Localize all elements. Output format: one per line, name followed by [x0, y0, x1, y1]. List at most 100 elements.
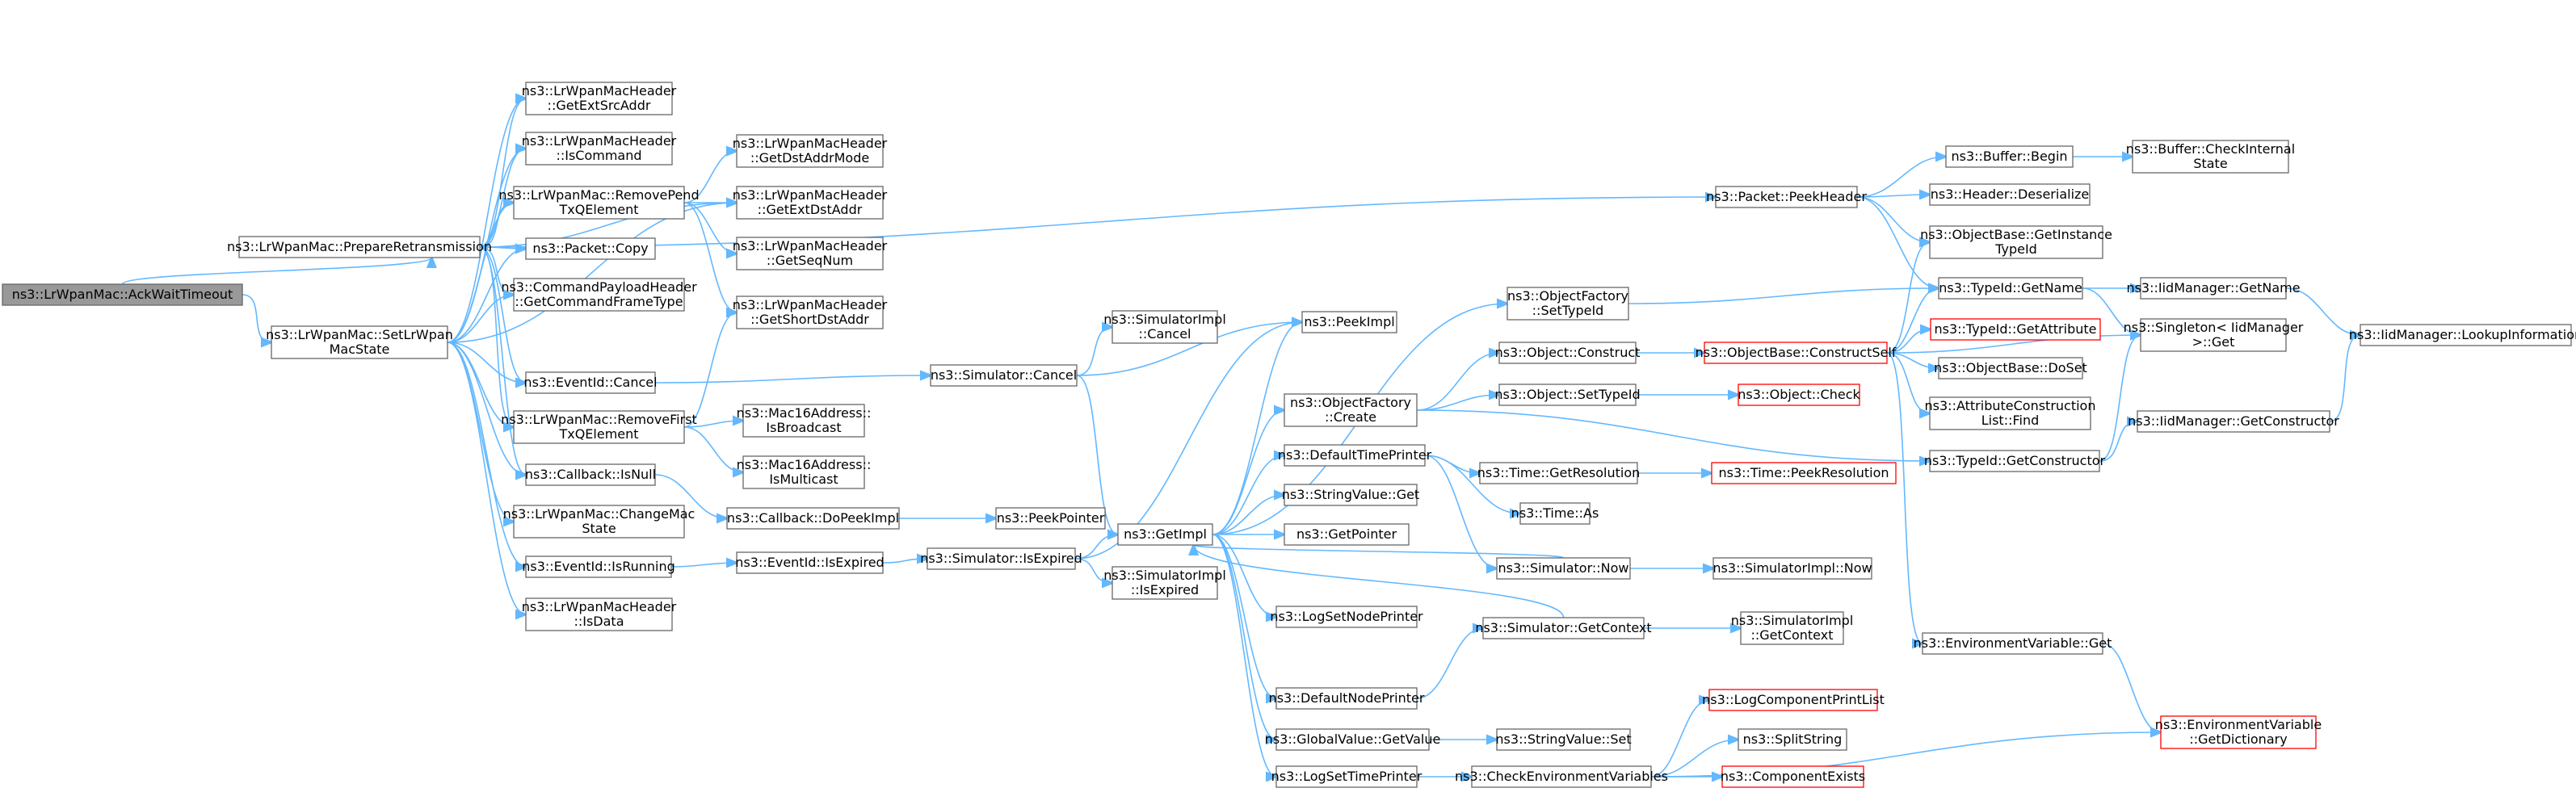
graph-node-n45[interactable]: ns3::CheckEnvironmentVariables	[1455, 765, 1668, 788]
graph-node-n13[interactable]: ns3::LrWpanMacHeader::IsData	[522, 597, 677, 631]
graph-node-n58[interactable]: ns3::TypeId::GetName	[1938, 277, 2083, 300]
graph-node-n56[interactable]: ns3::Header::Deserialize	[1929, 183, 2091, 206]
node-label: ns3::DefaultTimePrinter	[1278, 447, 1432, 463]
graph-node-n17[interactable]: ns3::LrWpanMacHeader::GetShortDstAddr	[733, 296, 888, 329]
graph-node-n4[interactable]: ns3::LrWpanMacHeader::IsCommand	[522, 132, 677, 166]
node-label: ns3::Simulator::GetContext	[1475, 620, 1651, 635]
graph-node-n0[interactable]: ns3::LrWpanMac::AckWaitTimeout	[2, 283, 243, 306]
graph-node-n34[interactable]: ns3::DefaultNodePrinter	[1269, 687, 1425, 710]
graph-node-n31[interactable]: ns3::StringValue::Get	[1282, 484, 1419, 506]
graph-node-n20[interactable]: ns3::Callback::DoPeekImpl	[726, 507, 900, 530]
graph-node-n43[interactable]: ns3::Simulator::GetContext	[1475, 617, 1652, 639]
node-box	[1929, 396, 2091, 430]
edge-n9-n19	[683, 426, 743, 472]
graph-node-n64[interactable]: ns3::EnvironmentVariable::GetDictionary	[2155, 715, 2322, 749]
graph-node-n12[interactable]: ns3::EventId::IsRunning	[522, 555, 675, 578]
node-box	[525, 597, 673, 631]
graph-node-n39[interactable]: ns3::Object::SetTypeId	[1494, 384, 1641, 406]
graph-node-n19[interactable]: ns3::Mac16Address::IsMulticast	[737, 455, 872, 489]
node-label: ::Cancel	[1139, 326, 1191, 342]
graph-node-n69[interactable]: ns3::IidManager::LookupInformation	[2349, 324, 2576, 346]
graph-node-n35[interactable]: ns3::GlobalValue::GetValue	[1265, 728, 1441, 751]
edge-n2-n7	[447, 295, 514, 343]
graph-node-n49[interactable]: ns3::Time::PeekResolution	[1711, 462, 1897, 484]
graph-node-n66[interactable]: ns3::IidManager::GetName	[2126, 277, 2301, 300]
node-box	[2137, 410, 2330, 433]
edge-n46-n58	[1856, 196, 1939, 288]
node-box	[2132, 140, 2289, 174]
graph-node-n44[interactable]: ns3::StringValue::Set	[1495, 728, 1632, 751]
graph-node-n28[interactable]: ns3::SimulatorImpl::IsExpired	[1103, 566, 1226, 600]
graph-node-n21[interactable]: ns3::EventId::IsExpired	[735, 551, 885, 574]
node-box	[742, 404, 865, 438]
graph-node-n55[interactable]: ns3::Buffer::Begin	[1945, 145, 2074, 168]
node-label: ns3::EventId::IsRunning	[522, 559, 675, 574]
graph-node-n62[interactable]: ns3::TypeId::GetConstructor	[1924, 450, 2106, 472]
graph-node-n50[interactable]: ns3::SimulatorImpl::Now	[1712, 557, 1872, 580]
graph-node-n40[interactable]: ns3::Time::GetResolution	[1477, 462, 1641, 484]
edge-n42-n27	[1194, 545, 1565, 559]
graph-node-n52[interactable]: ns3::LogComponentPrintList	[1702, 689, 1885, 711]
node-box	[736, 237, 884, 270]
node-label: ns3::LrWpanMacHeader	[522, 83, 677, 99]
graph-node-n42[interactable]: ns3::Simulator::Now	[1496, 557, 1631, 580]
graph-node-n6[interactable]: ns3::Packet::Copy	[525, 237, 656, 260]
node-label: ns3::StringValue::Set	[1495, 731, 1631, 747]
graph-node-n67[interactable]: ns3::Singleton< IidManager >::Get	[2124, 318, 2304, 352]
graph-node-n63[interactable]: ns3::EnvironmentVariable::Get	[1914, 632, 2112, 655]
graph-node-n54[interactable]: ns3::ComponentExists	[1721, 765, 1865, 788]
graph-node-n16[interactable]: ns3::LrWpanMacHeader::GetSeqNum	[733, 237, 888, 270]
graph-node-n68[interactable]: ns3::IidManager::GetConstructor	[2128, 410, 2339, 433]
node-label: ns3::LrWpanMac::AckWaitTimeout	[12, 287, 233, 302]
graph-node-n38[interactable]: ns3::Object::Construct	[1495, 342, 1641, 364]
graph-node-n51[interactable]: ns3::SimulatorImpl::GetContext	[1731, 611, 1854, 645]
edge-layer	[121, 99, 2361, 777]
graph-node-n33[interactable]: ns3::LogSetNodePrinter	[1270, 606, 1423, 628]
node-box	[1519, 502, 1591, 525]
graph-node-n25[interactable]: ns3::SimulatorImpl::Cancel	[1103, 310, 1226, 344]
graph-node-n47[interactable]: ns3::ObjectBase::ConstructSelf	[1696, 342, 1897, 364]
node-box	[1930, 318, 2101, 341]
graph-node-n26[interactable]: ns3::PeekImpl	[1301, 311, 1397, 333]
graph-node-n48[interactable]: ns3::Object::Check	[1738, 384, 1861, 406]
node-label: ns3::Header::Deserialize	[1931, 187, 2090, 202]
graph-node-n23[interactable]: ns3::PeekPointer	[995, 507, 1106, 530]
graph-node-n14[interactable]: ns3::LrWpanMacHeader::GetDstAddrMode	[733, 134, 888, 168]
node-box	[1482, 617, 1645, 639]
edge-n10-n20	[654, 474, 727, 518]
node-label: TypeId	[1994, 241, 2037, 257]
graph-node-n32[interactable]: ns3::GetPointer	[1284, 523, 1410, 546]
graph-node-n8[interactable]: ns3::EventId::Cancel	[523, 371, 658, 394]
graph-node-n24[interactable]: ns3::Simulator::IsExpired	[920, 547, 1082, 570]
graph-node-n37[interactable]: ns3::ObjectFactory::SetTypeId	[1507, 287, 1629, 321]
graph-node-n18[interactable]: ns3::Mac16Address::IsBroadcast	[737, 404, 872, 438]
node-label: ns3::CommandPayloadHeader	[501, 279, 697, 295]
graph-node-n36[interactable]: ns3::LogSetTimePrinter	[1271, 765, 1422, 788]
graph-node-n29[interactable]: ns3::ObjectFactory::Create	[1284, 393, 1418, 427]
node-box	[1711, 462, 1897, 484]
graph-node-n53[interactable]: ns3::SplitString	[1738, 728, 1847, 751]
graph-node-n30[interactable]: ns3::DefaultTimePrinter	[1278, 444, 1432, 467]
graph-node-n15[interactable]: ns3::LrWpanMacHeader::GetExtDstAddr	[733, 186, 888, 220]
graph-node-n60[interactable]: ns3::ObjectBase::DoSet	[1934, 357, 2087, 379]
graph-node-n46[interactable]: ns3::Packet::PeekHeader	[1706, 186, 1867, 208]
graph-node-n27[interactable]: ns3::GetImpl	[1117, 523, 1213, 546]
node-label: ns3::LrWpanMac::SetLrWpan	[266, 327, 453, 342]
graph-node-n22[interactable]: ns3::Simulator::Cancel	[930, 364, 1078, 387]
graph-node-n1[interactable]: ns3::LrWpanMac::PrepareRetransmission	[227, 236, 492, 258]
graph-node-n7[interactable]: ns3::CommandPayloadHeader::GetCommandFra…	[501, 278, 697, 312]
edge-n5-n17	[683, 202, 737, 312]
edge-n68-n69	[2329, 335, 2360, 422]
graph-node-n10[interactable]: ns3::Callback::IsNull	[525, 463, 656, 486]
graph-node-n3[interactable]: ns3::LrWpanMacHeader::GetExtSrcAddr	[522, 82, 677, 115]
graph-node-n41[interactable]: ns3::Time::As	[1511, 502, 1599, 525]
node-box	[736, 551, 884, 574]
graph-node-n59[interactable]: ns3::TypeId::GetAttribute	[1930, 318, 2101, 341]
